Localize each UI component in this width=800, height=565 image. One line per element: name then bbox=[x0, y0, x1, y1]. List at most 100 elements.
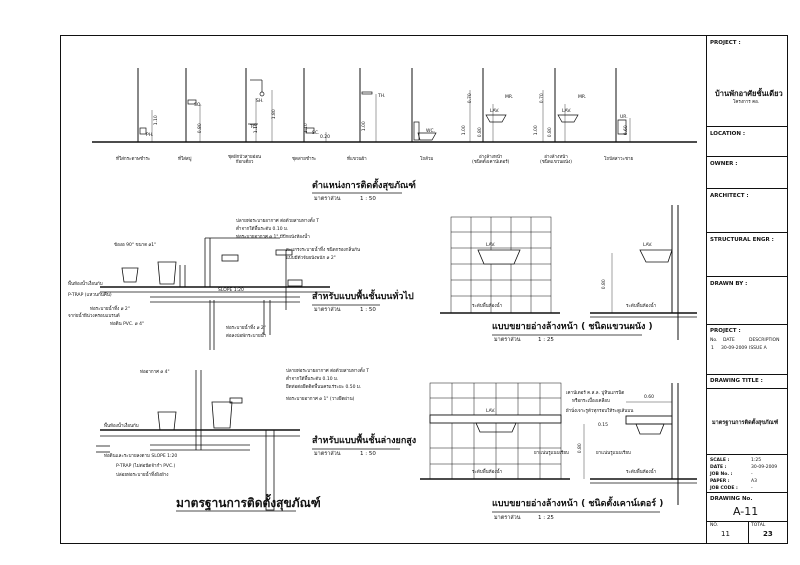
meta-label: JOB No. : bbox=[710, 472, 733, 477]
dimension: 0.70 bbox=[539, 93, 545, 104]
dimension: 0.80 bbox=[477, 127, 483, 138]
dimension: 1.80 bbox=[271, 109, 277, 120]
drawing-main-title: มาตรฐานการติดตั้งสุขภัณฑ์ bbox=[176, 496, 321, 510]
note: ต่ำจากใต้พื้นระดับ 0.10 ม. bbox=[286, 377, 339, 382]
note: P-TRAP (ไม่ต่อนีดจ้ากำ PVC.) bbox=[116, 464, 176, 469]
floor-level: ระดับพื้นห้องน้ำ bbox=[626, 304, 657, 309]
project-label: PROJECT : bbox=[710, 40, 741, 46]
rev-header: No. bbox=[710, 338, 718, 343]
fixture-label: โถส้วม bbox=[420, 157, 434, 162]
floor-level: ระดับพื้นห้องน้ำ bbox=[472, 470, 503, 475]
section-title: แบบขยายอ่างล้างหน้า ( ชนิดแขวนผนัง ) bbox=[492, 322, 653, 332]
note: P-TRAP (แหวนกันคืน) bbox=[68, 293, 112, 298]
note: หรือกระเบื้องเคลือบ bbox=[572, 399, 610, 404]
dimension: 0.60 bbox=[623, 125, 629, 136]
note: พื้นห้องน้ำเงื่อนกับ bbox=[104, 424, 139, 429]
fixture-label: ที่ใส่กระดาษชำระ bbox=[116, 157, 151, 162]
dimension: 0.80 bbox=[577, 443, 583, 454]
note: ปล่อยท่อระบายน้ำทิ้งผิงผ้าง bbox=[116, 473, 169, 478]
floor-level: ระดับพื้นห้องน้ำ bbox=[472, 304, 503, 309]
lav-label: LAV. bbox=[486, 243, 496, 248]
note: จาก่ยน้ำฝีน่วงครอบแบรนด์ bbox=[68, 314, 120, 319]
note: ตะแกรงระบายน้ำทิ้ง ชนิดกรองกลิ่นกัน bbox=[286, 248, 361, 253]
lav-label: LAV. bbox=[643, 243, 653, 248]
note: ท่อดินและระบายลงตาม SLOPE 1:20 bbox=[104, 454, 178, 459]
structural-label: STRUCTURAL ENGR : bbox=[710, 237, 774, 243]
note: แบบมีตัวจับผนังพนัก ø 2" bbox=[286, 256, 336, 261]
section-title: ตำแหน่งการติดตั้งสุขภัณฑ์ bbox=[312, 181, 416, 191]
drawing-no-label: DRAWING No. bbox=[710, 496, 753, 502]
dimension: 0.70 bbox=[467, 93, 473, 104]
drawing-title-value: มาตรฐานการติดตั้งสุขภัณฑ์ bbox=[712, 420, 779, 426]
fixture-label: ที่แขวนผ้า bbox=[347, 157, 367, 162]
scale-label: มาตราส่วน bbox=[314, 451, 341, 457]
dimension: 0.20 bbox=[320, 135, 331, 140]
lav-label: LAV. bbox=[486, 409, 496, 414]
note: ปลายท่อระบายอากาศ ต่อด้วยสามทางตั้ง T bbox=[236, 219, 320, 224]
drawn-by-label: DRAWN BY : bbox=[710, 281, 748, 287]
rev-header: DATE bbox=[723, 338, 735, 343]
fixture-label: ชุดฝักบัวสายอ่อน ก๊อกเดี่ยว bbox=[228, 155, 262, 165]
note: ท่อระบายอากาศ ø 1" (วางยึดผ่าน) bbox=[286, 397, 355, 402]
fixture-label: โถปัสสาวะชาย bbox=[604, 157, 634, 162]
meta-value: - bbox=[751, 486, 753, 491]
dimension: 0.15 bbox=[598, 423, 609, 428]
scale-value: 1 : 25 bbox=[538, 337, 554, 343]
meta-label: DATE : bbox=[710, 465, 727, 470]
fixture-code: UR. bbox=[620, 115, 628, 120]
meta-value: 1:25 bbox=[751, 458, 762, 463]
fixture-code: LAV. bbox=[490, 109, 500, 114]
note: ต่อลงบ่อพักระบายน้ำ bbox=[226, 334, 267, 339]
drawing-no: A-11 bbox=[733, 505, 759, 518]
sheet-total: 23 bbox=[763, 530, 773, 538]
dimension: 1.10 bbox=[253, 123, 259, 134]
location-label: LOCATION : bbox=[710, 131, 746, 137]
fixture-code: PH. bbox=[146, 133, 154, 138]
note: ข้องอ 90° ขนาด ø1" bbox=[114, 243, 157, 248]
dimension: 1.00 bbox=[533, 125, 539, 136]
project-label-2: PROJECT : bbox=[710, 328, 741, 334]
scale-value: 1 : 50 bbox=[360, 196, 376, 202]
dimension: 0.60 bbox=[644, 395, 655, 400]
sheet-no: 11 bbox=[721, 530, 730, 538]
owner-label: OWNER : bbox=[710, 161, 738, 167]
note: ยาแน่นรูแนบเรียบ bbox=[534, 451, 569, 456]
rev-cell: ISSUE A bbox=[749, 346, 767, 351]
note: ท่อระบายอากาศ ø 1" มีปีกผนังห้องน้ำ bbox=[236, 235, 310, 240]
meta-value: A3 bbox=[751, 479, 757, 484]
fixture-code: SH. bbox=[256, 99, 264, 104]
fixture-code: MR. bbox=[505, 95, 514, 100]
no-label: NO. bbox=[710, 523, 719, 528]
note: ปลายท่อระบายอากาศ ต่อด้วยสามทางตั้ง T bbox=[286, 369, 370, 374]
project-sub: โครงการ คอ. bbox=[733, 100, 760, 105]
fixture-label: อ่างล้างหน้า (ชนิดแขวนผนัง) bbox=[540, 155, 573, 165]
note: ท่ออากาศ ø 4" bbox=[140, 370, 170, 375]
floor-level: ระดับพื้นห้องน้ำ bbox=[626, 470, 657, 475]
section-title: แบบขยายอ่างล้างหน้า ( ชนิดตั้งเคาน์เตอร์… bbox=[492, 499, 664, 509]
fixture-label: ที่ใส่สบู่ bbox=[178, 157, 192, 162]
fixture-code: SC. bbox=[312, 131, 320, 136]
meta-value: 30-09-2009 bbox=[751, 465, 778, 470]
section-title: สำหรับแบบพื้นชั้นบนทั่วไป bbox=[312, 292, 414, 302]
meta-value: - bbox=[751, 472, 753, 477]
dimension: 0.80 bbox=[601, 279, 607, 290]
fixture-code: TC. bbox=[250, 125, 258, 130]
scale-label: มาตราส่วน bbox=[314, 307, 341, 313]
total-label: TOTAL bbox=[751, 523, 766, 528]
dimension: 0.80 bbox=[547, 127, 553, 138]
scale-label: มาตราส่วน bbox=[494, 515, 521, 521]
title-block: PROJECT : บ้านพักอาศัยชั้นเดียว โครงการ … bbox=[706, 35, 788, 544]
architect-label: ARCHITECT : bbox=[710, 193, 749, 199]
scale-value: 1 : 50 bbox=[360, 307, 376, 313]
rev-cell: 1 bbox=[711, 346, 714, 351]
rev-cell: 30-09-2009 bbox=[721, 346, 748, 351]
fixture-code: WC. bbox=[426, 129, 436, 134]
drawing-title-label: DRAWING TITLE : bbox=[710, 378, 763, 384]
meta-label: PAPER : bbox=[710, 479, 730, 484]
meta-label: JOB CODE : bbox=[710, 486, 738, 491]
dimension: 0.80 bbox=[197, 123, 203, 134]
note: ยาแน่นรูแนบเรียบ bbox=[596, 451, 631, 456]
dimension: 1.00 bbox=[361, 121, 367, 132]
